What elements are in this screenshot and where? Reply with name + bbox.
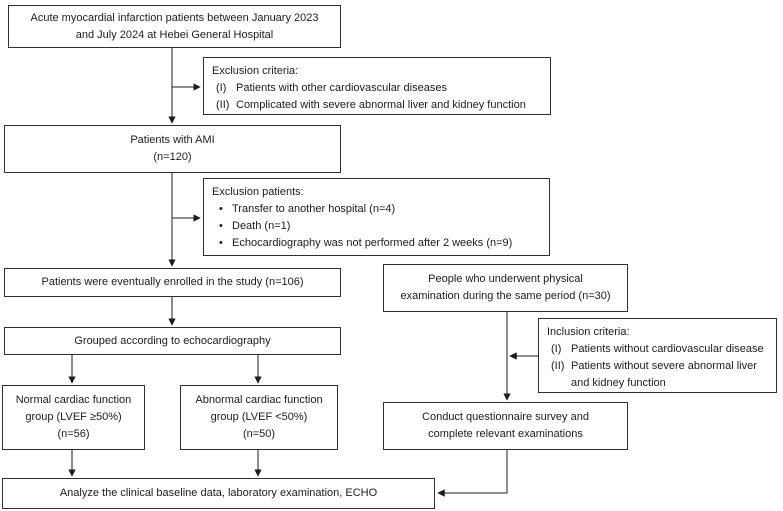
enrolled-patients-text: Patients were eventually enrolled in the… [41,276,304,288]
analysis-box: Analyze the clinical baseline data, labo… [2,478,435,509]
questionnaire-line: complete relevant examinations [428,428,583,440]
item-text: Patients without cardiovascular disease [571,343,764,355]
exclusion-patients-item: • Death (n=1) [212,218,541,235]
item-marker: (I) [551,343,562,355]
normal-cardiac-group-box: Normal cardiac function group (LVEF ≥50%… [2,385,145,450]
inclusion-criteria-box: Inclusion criteria: (I) Patients without… [538,318,777,393]
exclusion-criteria-item: (II) Complicated with severe abnormal li… [212,97,542,114]
exclusion-patients-title: Exclusion patients: [212,186,304,198]
item-text: Patients without severe abnormal liver a… [571,360,757,389]
analysis-text: Analyze the clinical baseline data, labo… [59,487,378,499]
normal-group-count: (n=56) [57,428,90,440]
item-marker: (I) [216,82,227,94]
physical-examination-line: examination during the same period (n=30… [400,290,611,302]
abnormal-cardiac-group-box: Abnormal cardiac function group (LVEF <5… [180,385,338,450]
physical-examination-group-box: People who underwent physical examinatio… [383,264,628,312]
abnormal-group-count: (n=50) [242,428,276,440]
inclusion-criteria-item: (I) Patients without cardiovascular dise… [547,341,768,358]
normal-group-line: Normal cardiac function [15,394,132,406]
exclusion-criteria-item: (I) Patients with other cardiovascular d… [212,80,542,97]
abnormal-group-line: Abnormal cardiac function [195,394,323,406]
ami-patients-box: Patients with AMI (n=120) [4,125,341,173]
item-marker: (II) [216,99,230,111]
item-text: Complicated with severe abnormal liver a… [236,99,526,111]
item-text: Patients with other cardiovascular disea… [236,82,447,94]
source-population-line: Acute myocardial infarction patients bet… [30,11,319,24]
bullet-marker: • [219,220,223,232]
source-population-box: Acute myocardial infarction patients bet… [8,5,341,48]
source-population-line: and July 2024 at Hebei General Hospital [75,28,274,41]
item-text: Death (n=1) [232,220,291,232]
questionnaire-line: Conduct questionnaire survey and [422,411,589,423]
enrolled-patients-box: Patients were eventually enrolled in the… [4,268,341,297]
exclusion-patients-box: Exclusion patients: • Transfer to anothe… [203,178,550,256]
item-text: Echocardiography was not performed after… [232,237,513,249]
grouping-box: Grouped according to echocardiography [4,327,341,355]
exclusion-criteria-title: Exclusion criteria: [212,65,299,77]
exclusion-patients-item: • Transfer to another hospital (n=4) [212,201,541,218]
questionnaire-survey-box: Conduct questionnaire survey and complet… [383,402,628,450]
item-text: Transfer to another hospital (n=4) [232,203,396,215]
normal-group-line: group (LVEF ≥50%) [25,411,122,423]
item-marker: (II) [551,360,565,372]
exclusion-patients-item: • Echocardiography was not performed aft… [212,235,541,252]
abnormal-group-line: group (LVEF <50%) [210,411,308,423]
inclusion-criteria-item: (II) Patients without severe abnormal li… [547,358,768,392]
bullet-marker: • [219,237,223,249]
inclusion-criteria-title: Inclusion criteria: [547,326,630,338]
ami-patients-count: (n=120) [153,151,192,163]
ami-patients-line: Patients with AMI [130,134,215,146]
grouping-text: Grouped according to echocardiography [74,334,271,347]
bullet-marker: • [219,203,223,215]
exclusion-criteria-box: Exclusion criteria: (I) Patients with ot… [203,57,551,115]
physical-examination-line: People who underwent physical [428,273,583,285]
